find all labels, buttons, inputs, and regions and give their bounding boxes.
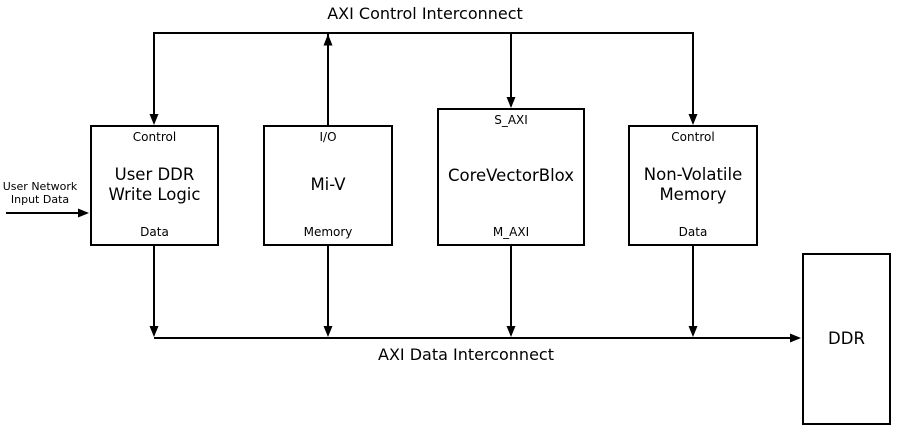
data-bus-label: AXI Data Interconnect [378,345,554,364]
arrowhead-corevectorblox-to-data [506,326,516,337]
port-data: Data [678,224,708,239]
port-m-axi: M_AXI [492,224,530,239]
port-memory: Memory [303,224,353,239]
block-title: User DDR Write Logic [108,165,201,204]
arrowhead-control-to-userddr [149,114,159,125]
block-title: DDR [828,329,865,349]
arrowhead-userddr-to-data [149,326,159,337]
input-data-label: User Network Input Data [2,180,78,207]
block-corevectorblox: S_AXI CoreVectorBlox M_AXI [437,108,585,246]
port-control: Control [132,130,177,144]
block-title: Non-Volatile Memory [643,165,743,204]
control-bus-label: AXI Control Interconnect [327,4,523,23]
block-user-ddr-write-logic: Control User DDR Write Logic Data [90,125,219,246]
arrowhead-control-to-nvm [688,114,698,125]
port-control: Control [671,130,715,144]
arrowhead-miv-to-control [323,34,333,46]
block-title: CoreVectorBlox [447,166,575,186]
arrowhead-miv-to-data [323,326,333,337]
block-non-volatile-memory: Control Non-Volatile Memory Data [628,125,758,246]
port-s-axi: S_AXI [494,113,528,127]
block-ddr: DDR [802,253,891,425]
block-mi-v: I/O Mi-V Memory [263,125,393,246]
arrowhead-data-to-ddr [790,333,801,343]
arrowhead-input-to-userddr [78,208,89,218]
port-io: I/O [319,130,337,144]
block-title: Mi-V [310,174,346,194]
arrowhead-control-to-corevectorblox [506,97,516,108]
port-data: Data [140,224,169,239]
arrowhead-nvm-to-data [688,326,698,337]
